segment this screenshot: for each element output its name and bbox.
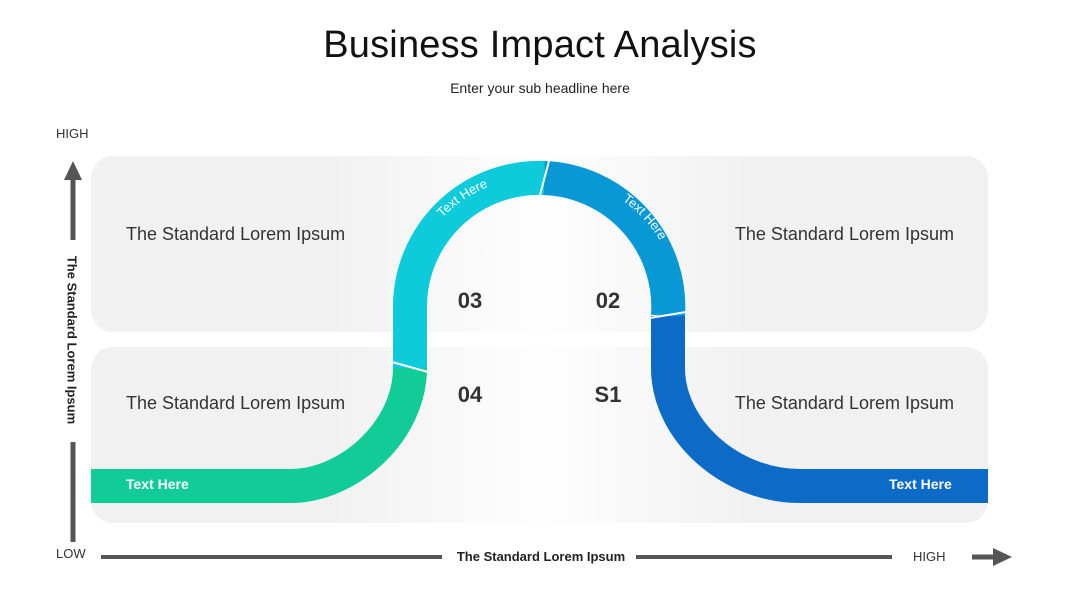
quadrant-top-left-text: The Standard Lorem Ipsum [126, 224, 346, 244]
x-axis-arrow-icon [993, 548, 1012, 566]
left-band-label: Text Here [126, 476, 189, 492]
y-axis-title: The Standard Lorem Ipsum [64, 255, 80, 425]
y-axis-high-label: HIGH [56, 126, 89, 141]
quadrant-bottom-left-text: The Standard Lorem Ipsum [126, 393, 346, 413]
step-number-01: S1 [594, 382, 622, 407]
divider-04-03 [391, 361, 429, 373]
divider-03-02 [539, 160, 550, 196]
quadrant-bottom-right-text: The Standard Lorem Ipsum [734, 393, 954, 413]
step-number-03: 03 [457, 288, 483, 313]
curve-segment-01 [651, 316, 988, 503]
x-axis-high-label: HIGH [913, 549, 946, 564]
curve-segment-04 [91, 367, 427, 503]
page-subtitle: Enter your sub headline here [450, 80, 630, 96]
curve-segment-03 [393, 160, 545, 368]
step-number-02: 02 [595, 288, 621, 313]
curve-segment-02 [542, 161, 686, 318]
step-number-04: 04 [457, 382, 483, 407]
page-title: Business Impact Analysis [323, 24, 757, 66]
x-axis-title: The Standard Lorem Ipsum [456, 549, 626, 564]
y-axis-low-label: LOW [56, 546, 86, 561]
right-band-label: Text Here [889, 476, 952, 492]
quadrant-top-right-text: The Standard Lorem Ipsum [734, 224, 954, 244]
divider-02-01 [649, 311, 687, 319]
y-axis-arrow-icon [64, 161, 82, 180]
